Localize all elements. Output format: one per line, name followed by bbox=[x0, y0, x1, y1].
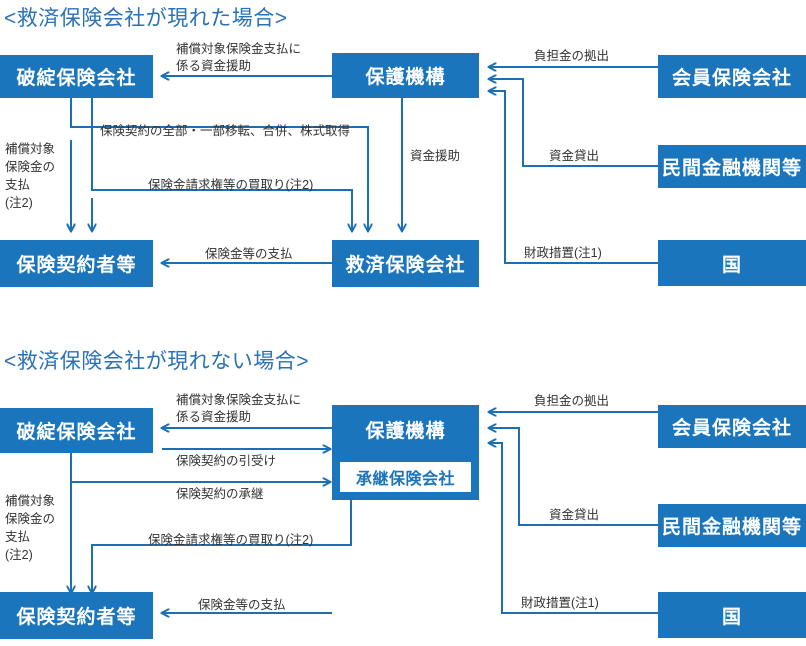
node-government-2[interactable]: 国 bbox=[658, 592, 806, 638]
edge-label-contract-transfer: 保険契約の全部・一部移転、合併、株式取得 bbox=[100, 124, 351, 138]
edge-label-contribution: 負担金の拠出 bbox=[534, 49, 610, 63]
edge-label-contribution-2: 負担金の拠出 bbox=[534, 394, 610, 408]
edge-label-fiscal-measure: 財政措置(注1) bbox=[524, 246, 602, 260]
node-policyholders-2[interactable]: 保険契約者等 bbox=[0, 592, 153, 639]
edge-label-aid-for-covered-payment-2: 補償対象保険金支払に係る資金援助 bbox=[176, 393, 302, 424]
node-member-insurers[interactable]: 会員保険会社 bbox=[658, 55, 806, 98]
section-title-with-rescuer: <救済保険会社が現れた場合> bbox=[4, 7, 288, 30]
edge-label-insurance-payment: 保険金等の支払 bbox=[205, 247, 293, 261]
edge-label-contract-takeover: 保険契約の引受け bbox=[176, 454, 277, 468]
edge-label-aid-for-covered-payment: 補償対象保険金支払に係る資金援助 bbox=[176, 42, 302, 73]
node-failed-insurer[interactable]: 破綻保険会社 bbox=[0, 55, 153, 98]
node-government[interactable]: 国 bbox=[658, 240, 806, 286]
edge-label-fund-lending: 資金貸出 bbox=[549, 149, 600, 163]
section-title-without-rescuer: <救済保険会社が現れない場合> bbox=[4, 350, 310, 373]
node-private-financial-2[interactable]: 民間金融機関等 bbox=[658, 504, 806, 547]
edge-label-covered-payment: 補償対象保険金の支払(注2) bbox=[5, 142, 56, 211]
node-successor-insurer[interactable]: 承継保険会社 bbox=[340, 462, 471, 492]
edge-label-fund-assistance: 資金援助 bbox=[410, 149, 461, 163]
node-private-financial[interactable]: 民間金融機関等 bbox=[658, 145, 806, 188]
node-failed-insurer-2[interactable]: 破綻保険会社 bbox=[0, 408, 153, 453]
edge-label-contract-succession: 保険契約の承継 bbox=[176, 487, 264, 501]
edge-label-claim-purchase: 保険金請求権等の買取り(注2) bbox=[148, 178, 314, 192]
node-rescue-insurer[interactable]: 救済保険会社 bbox=[332, 240, 479, 287]
edge-label-insurance-payment-2: 保険金等の支払 bbox=[198, 598, 286, 612]
node-member-insurers-2[interactable]: 会員保険会社 bbox=[658, 405, 806, 448]
edge-label-covered-payment-2: 補償対象保険金の支払(注2) bbox=[5, 494, 56, 563]
edge-label-fiscal-measure-2: 財政措置(注1) bbox=[521, 596, 599, 610]
edge-label-claim-purchase-2: 保険金請求権等の買取り(注2) bbox=[148, 533, 314, 547]
node-protection-org[interactable]: 保護機構 bbox=[332, 53, 479, 98]
edge-label-fund-lending-2: 資金貸出 bbox=[549, 508, 600, 522]
node-policyholders[interactable]: 保険契約者等 bbox=[0, 240, 153, 287]
